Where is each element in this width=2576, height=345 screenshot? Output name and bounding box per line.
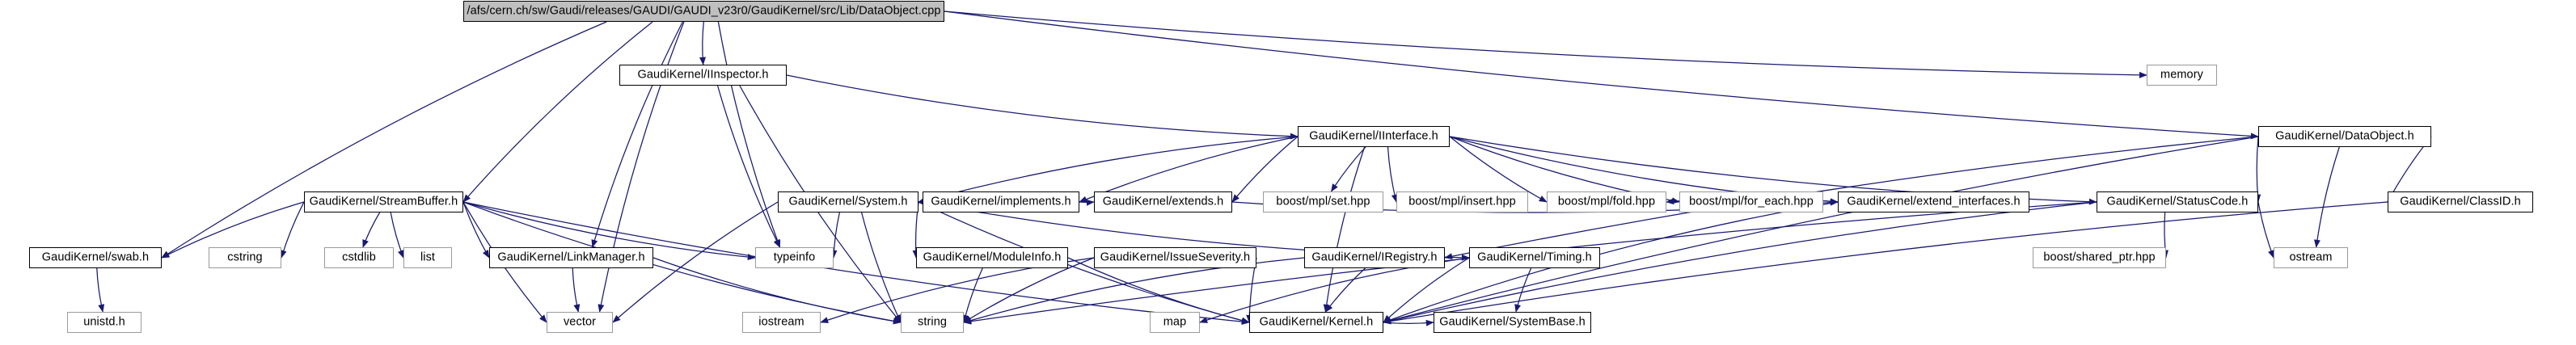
graph-node-label: /afs/cern.ch/sw/Gaudi/releases/GAUDI/GAU… <box>467 4 941 18</box>
graph-edge <box>699 21 706 65</box>
graph-node-classid[interactable]: GaudiKernel/ClassID.h <box>2388 191 2533 212</box>
graph-node-streambuffer[interactable]: GaudiKernel/StreamBuffer.h <box>304 191 463 212</box>
graph-node-mpl_for_each[interactable]: boost/mpl/for_each.hpp <box>1679 191 1823 212</box>
graph-node-label: boost/shared_ptr.hpp <box>2043 250 2156 264</box>
graph-edge <box>1383 136 2259 324</box>
graph-edge <box>1383 319 1434 326</box>
graph-node-typeinfo[interactable]: typeinfo <box>755 247 834 268</box>
graph-node-label: boost/mpl/set.hpp <box>1276 195 1370 208</box>
graph-edge <box>860 212 902 323</box>
graph-node-cstring[interactable]: cstring <box>209 247 281 268</box>
graph-node-label: GaudiKernel/extends.h <box>1102 195 1224 208</box>
graph-node-moduleinfo[interactable]: GaudiKernel/ModuleInfo.h <box>916 247 1068 268</box>
graph-edge <box>280 201 305 259</box>
graph-node-label: GaudiKernel/ClassID.h <box>2400 195 2521 208</box>
graph-edge <box>1383 201 1839 323</box>
graph-node-label: vector <box>563 315 597 329</box>
graph-node-timing[interactable]: GaudiKernel/Timing.h <box>1469 247 1600 268</box>
graph-edge <box>362 212 381 248</box>
graph-node-label: unistd.h <box>83 315 125 329</box>
graph-node-label: iostream <box>758 315 804 329</box>
graph-edge <box>717 21 781 248</box>
graph-node-label: GaudiKernel/StreamBuffer.h <box>309 195 458 208</box>
graph-node-label: GaudiKernel/DataObject.h <box>2275 129 2414 143</box>
graph-node-system_h[interactable]: GaudiKernel/System.h <box>778 191 918 212</box>
graph-edge <box>1325 267 1366 313</box>
graph-edge <box>1387 146 1398 203</box>
graph-node-string[interactable]: string <box>901 312 964 333</box>
graph-node-label: list <box>420 250 436 264</box>
graph-node-label: boost/mpl/for_each.hpp <box>1689 195 1814 208</box>
graph-edge <box>1330 146 1366 192</box>
graph-node-label: GaudiKernel/Timing.h <box>1477 250 1592 264</box>
graph-node-label: GaudiKernel/extend_interfaces.h <box>1847 195 2021 208</box>
graph-node-swab[interactable]: GaudiKernel/swab.h <box>29 247 162 268</box>
graph-node-label: ostream <box>2289 250 2333 264</box>
graph-node-map[interactable]: map <box>1150 312 1200 333</box>
graph-edge <box>944 11 2259 140</box>
graph-node-label: GaudiKernel/ModuleInfo.h <box>923 250 1062 264</box>
graph-node-label: GaudiKernel/IRegistry.h <box>1311 250 1438 264</box>
graph-node-implements[interactable]: GaudiKernel/implements.h <box>923 191 1079 212</box>
graph-edge <box>591 21 683 248</box>
graph-node-cstdlib[interactable]: cstdlib <box>324 247 394 268</box>
graph-node-label: GaudiKernel/Kernel.h <box>1259 315 1374 329</box>
graph-node-extend_interfaces[interactable]: GaudiKernel/extend_interfaces.h <box>1838 191 2029 212</box>
graph-node-kernel_h[interactable]: GaudiKernel/Kernel.h <box>1249 312 1383 333</box>
graph-edge <box>96 267 105 313</box>
graph-node-label: GaudiKernel/SystemBase.h <box>1439 315 1586 329</box>
graph-edge <box>462 21 653 203</box>
graph-node-label: boost/mpl/insert.hpp <box>1408 195 1516 208</box>
graph-node-iostream[interactable]: iostream <box>742 312 821 333</box>
graph-node-vector[interactable]: vector <box>547 312 613 333</box>
graph-node-ostream[interactable]: ostream <box>2274 247 2348 268</box>
graph-edge <box>716 85 780 248</box>
graph-node-statuscode[interactable]: GaudiKernel/StatusCode.h <box>2097 191 2258 212</box>
graph-node-label: cstring <box>227 250 263 264</box>
graph-edge <box>2313 146 2340 248</box>
graph-node-label: GaudiKernel/IInterface.h <box>1309 129 1438 143</box>
graph-node-mpl_set[interactable]: boost/mpl/set.hpp <box>1263 191 1383 212</box>
graph-node-shared_ptr[interactable]: boost/shared_ptr.hpp <box>2033 247 2166 268</box>
graph-node-linkmanager[interactable]: GaudiKernel/LinkManager.h <box>489 247 653 268</box>
graph-edge <box>1323 146 1366 313</box>
graph-edge <box>2257 201 2274 259</box>
graph-node-label: map <box>1163 315 1187 329</box>
graph-node-mpl_insert[interactable]: boost/mpl/insert.hpp <box>1396 191 1528 212</box>
graph-edge <box>1514 267 1532 313</box>
graph-node-issueseverity[interactable]: GaudiKernel/IssueSeverity.h <box>1094 247 1256 268</box>
graph-node-mpl_fold[interactable]: boost/mpl/fold.hpp <box>1547 191 1666 212</box>
graph-node-label: GaudiKernel/LinkManager.h <box>497 250 645 264</box>
graph-edge <box>962 267 983 323</box>
graph-node-unistd[interactable]: unistd.h <box>67 312 141 333</box>
graph-edge <box>462 201 490 259</box>
graph-node-label: boost/mpl/fold.hpp <box>1557 195 1656 208</box>
graph-node-label: string <box>917 315 948 329</box>
graph-node-label: GaudiKernel/System.h <box>788 195 908 208</box>
graph-edge <box>786 74 1299 140</box>
graph-node-label: GaudiKernel/swab.h <box>41 250 150 264</box>
graph-node-dataobject_h[interactable]: GaudiKernel/DataObject.h <box>2258 126 2431 147</box>
graph-node-label: cstdlib <box>342 250 376 264</box>
graph-node-memory[interactable]: memory <box>2147 65 2217 86</box>
graph-node-systembase[interactable]: GaudiKernel/SystemBase.h <box>1434 312 1591 333</box>
graph-node-iregistry[interactable]: GaudiKernel/IRegistry.h <box>1304 247 1445 268</box>
graph-node-extends[interactable]: GaudiKernel/extends.h <box>1094 191 1232 212</box>
graph-node-iinterface[interactable]: GaudiKernel/IInterface.h <box>1298 126 1450 147</box>
graph-edge <box>944 11 2147 78</box>
graph-node-list[interactable]: list <box>403 247 452 268</box>
graph-node-label: GaudiKernel/StatusCode.h <box>2106 195 2249 208</box>
graph-edge <box>161 21 607 259</box>
graph-edge <box>830 212 841 259</box>
graph-node-label: GaudiKernel/IssueSeverity.h <box>1100 250 1251 264</box>
graph-node-label: GaudiKernel/implements.h <box>931 195 1071 208</box>
graph-edge <box>572 267 581 313</box>
graph-node-label: typeinfo <box>773 250 816 264</box>
graph-node-label: GaudiKernel/IInspector.h <box>637 68 769 82</box>
graph-node-label: memory <box>2160 68 2203 82</box>
graph-node-iinspector[interactable]: GaudiKernel/IInspector.h <box>619 65 787 86</box>
graph-node-root[interactable]: /afs/cern.ch/sw/Gaudi/releases/GAUDI/GAU… <box>463 1 944 22</box>
